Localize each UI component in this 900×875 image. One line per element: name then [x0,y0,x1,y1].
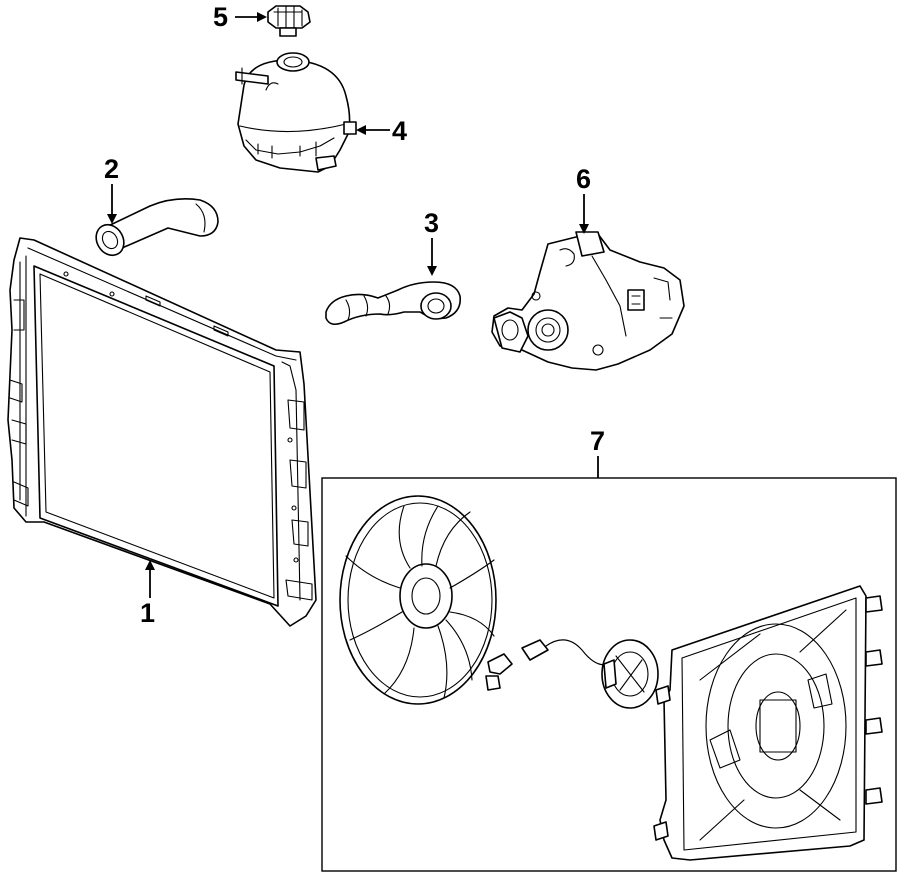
callout-3: 3 [424,208,439,238]
callout-4: 4 [392,116,407,146]
fan-blade[interactable] [339,495,497,705]
radiator-part[interactable] [7,237,317,627]
fan-assembly-box [321,477,897,872]
callout-6: 6 [576,164,591,194]
fan-connector[interactable] [485,653,513,691]
reservoir-cap-part[interactable] [267,5,311,37]
callout-1: 1 [140,598,155,628]
fan-assembly-part[interactable] [339,495,883,861]
fan-motor[interactable] [521,639,659,709]
upper-hose-part[interactable] [91,198,219,260]
water-pump-part[interactable] [491,231,685,371]
callout-2: 2 [104,154,119,184]
callout-7: 7 [590,426,605,456]
callout-5: 5 [213,2,228,32]
lower-hose-part[interactable] [325,281,462,326]
fan-shroud[interactable] [653,585,883,861]
reservoir-part[interactable] [235,52,357,173]
